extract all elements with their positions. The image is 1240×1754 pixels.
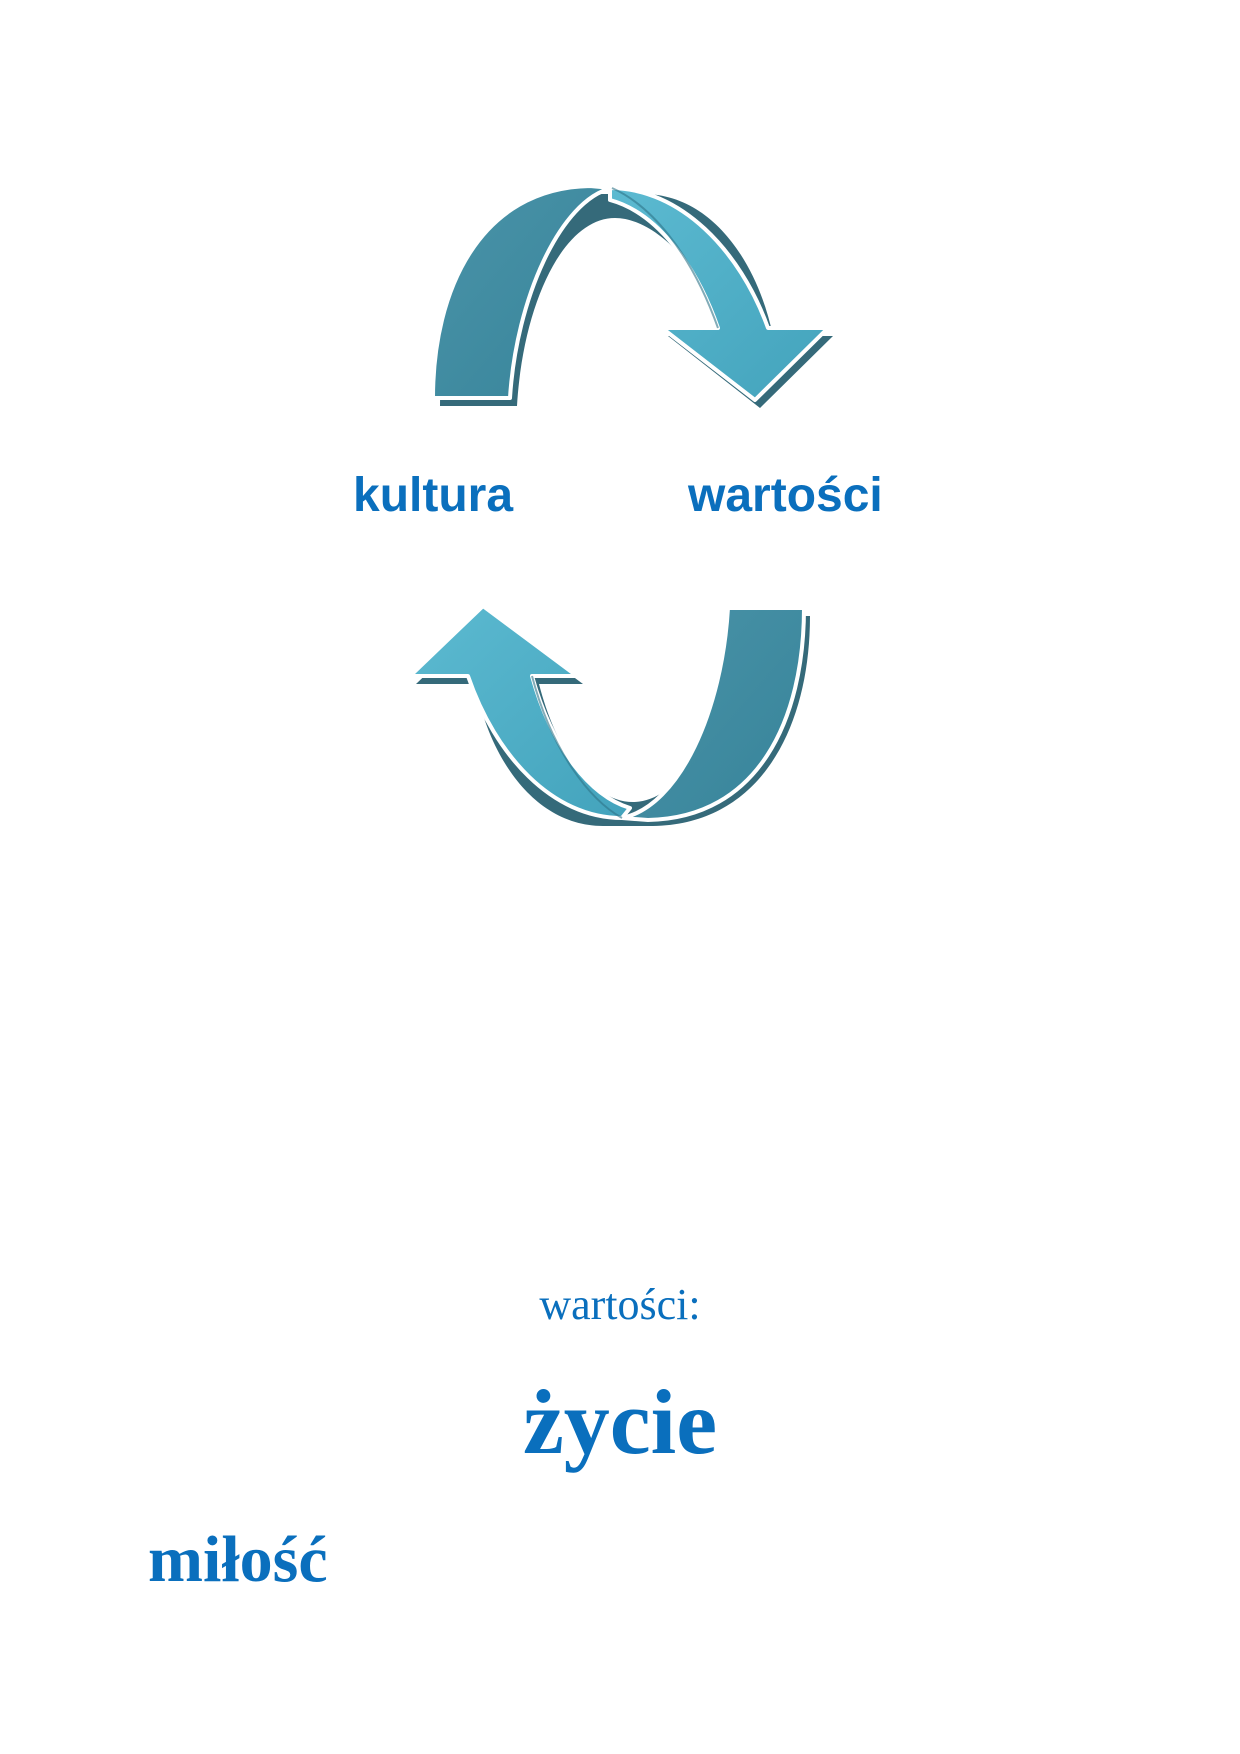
diagram-label-wartosci: wartości	[688, 469, 883, 522]
diagram-label-kultura: kultura	[353, 469, 514, 522]
bottom-arrow-icon	[408, 604, 810, 826]
top-arrow-icon	[431, 184, 833, 408]
values-heading: wartości:	[539, 1280, 701, 1329]
value-item-zycie: życie	[522, 1371, 718, 1473]
cycle-diagram: kultura wartości	[353, 184, 883, 826]
value-item-milosc: miłość	[148, 1523, 328, 1596]
cycle-arrows-graphic	[408, 184, 833, 826]
